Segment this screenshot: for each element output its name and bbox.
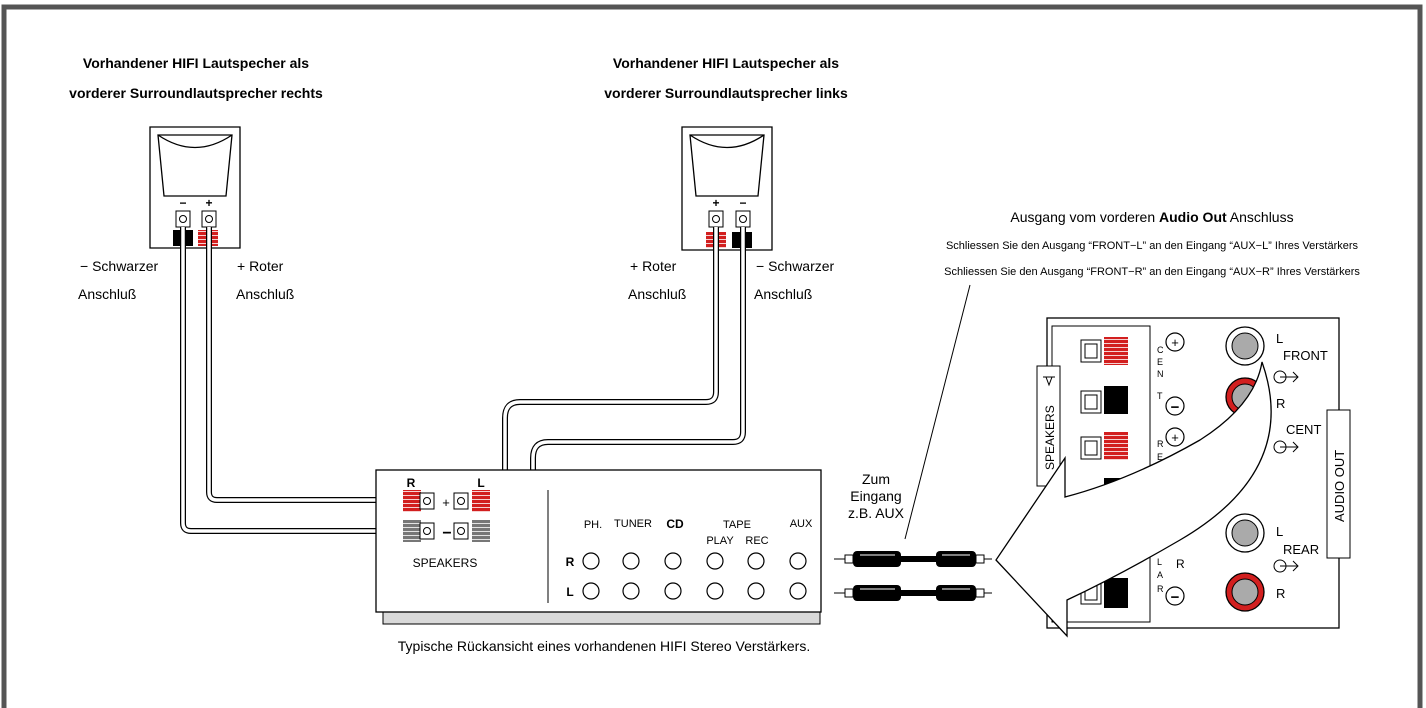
speaker-right-red-label-2: Anschluß bbox=[236, 286, 294, 302]
input-tape-label: TAPE bbox=[723, 519, 751, 531]
speaker-left-caption-2: vorderer Surroundlautsprecher links bbox=[604, 85, 848, 101]
panel-polarity-circles bbox=[1165, 332, 1185, 606]
svg-text:+: + bbox=[1171, 335, 1179, 350]
panel-cent-label: CENT bbox=[1286, 422, 1321, 437]
speaker-left-red-label: + Roter bbox=[630, 258, 677, 274]
speaker-right-black-label-2: Anschluß bbox=[78, 286, 136, 302]
input-aux-label: AUX bbox=[790, 518, 813, 530]
outer-frame bbox=[1, 4, 1423, 708]
panel-audio-out-label: AUDIO OUT bbox=[1332, 450, 1347, 522]
input-ph-label: PH. bbox=[584, 519, 602, 531]
panel-speakers-label: SPEAKERS bbox=[1043, 405, 1057, 470]
speaker-left-plus: + bbox=[712, 196, 719, 210]
speaker-right-caption-2: vorderer Surroundlautsprecher rechts bbox=[69, 85, 323, 101]
panel-left-r: R bbox=[1176, 557, 1185, 571]
amp-plus: + bbox=[442, 495, 450, 510]
speaker-right-caption-1: Vorhandener HIFI Lautspecher als bbox=[83, 55, 309, 71]
cable-label-1: Zum bbox=[862, 471, 890, 487]
amp-caption: Typische Rückansicht eines vorhandenen H… bbox=[398, 638, 810, 654]
svg-text:C: C bbox=[1157, 345, 1164, 355]
output-note-line-2: Schliessen Sie den Ausgang “FRONT−R” an … bbox=[944, 266, 1360, 278]
svg-text:A: A bbox=[1157, 570, 1163, 580]
rca-cable-top bbox=[834, 551, 992, 567]
svg-text:N: N bbox=[1157, 369, 1164, 379]
svg-text:L: L bbox=[1276, 331, 1283, 346]
output-note: Ausgang vom vorderen Audio Out Anschluss… bbox=[904, 209, 1360, 540]
speaker-right-red-label: + Roter bbox=[237, 258, 284, 274]
svg-text:+: + bbox=[1171, 430, 1179, 445]
input-rec-label: REC bbox=[745, 535, 768, 547]
speaker-right-plus: + bbox=[205, 196, 212, 210]
input-row-r-label: R bbox=[566, 555, 575, 569]
rca-cables: Zum Eingang z.B. AUX bbox=[834, 471, 992, 601]
speaker-wires bbox=[180, 227, 746, 534]
speaker-right-minus: − bbox=[179, 196, 186, 210]
input-row-l-label: L bbox=[566, 585, 573, 599]
svg-text:L: L bbox=[1276, 524, 1283, 539]
amplifier: R L + − SPEAKERS PH. TUNER CD TAPE PLAY … bbox=[375, 469, 822, 654]
input-tuner-label: TUNER bbox=[614, 518, 652, 530]
speaker-right-black-label: − Schwarzer bbox=[80, 258, 159, 274]
output-note-line-1: Schliessen Sie den Ausgang “FRONT−L” an … bbox=[946, 240, 1359, 252]
big-arrow-icon bbox=[995, 361, 1272, 638]
svg-text:T: T bbox=[1157, 391, 1163, 401]
receiver-panel: SPEAKERS AUDIO OUT C E N T R E L A R bbox=[995, 317, 1351, 638]
panel-rear-label: REAR bbox=[1283, 542, 1319, 557]
input-play-label: PLAY bbox=[706, 535, 734, 547]
amp-l-label: L bbox=[477, 476, 484, 490]
svg-text:L: L bbox=[1157, 557, 1162, 567]
output-note-pointer bbox=[904, 284, 971, 540]
amp-minus: − bbox=[442, 525, 451, 542]
speaker-left-red-label-2: Anschluß bbox=[628, 286, 686, 302]
svg-text:R: R bbox=[1157, 439, 1164, 449]
speaker-left-black-label-2: Anschluß bbox=[754, 286, 812, 302]
svg-text:−: − bbox=[1171, 399, 1180, 416]
rca-cable-bottom bbox=[834, 585, 992, 601]
speaker-right: Vorhandener HIFI Lautspecher als vordere… bbox=[69, 55, 323, 302]
amp-r-label: R bbox=[407, 476, 416, 490]
cable-label-3: z.B. AUX bbox=[848, 505, 905, 521]
cable-label-2: Eingang bbox=[850, 488, 901, 504]
svg-text:E: E bbox=[1157, 357, 1163, 367]
output-arrow-icons bbox=[1273, 370, 1299, 573]
panel-front-label: FRONT bbox=[1283, 348, 1328, 363]
amp-speakers-label: SPEAKERS bbox=[413, 556, 478, 570]
svg-text:−: − bbox=[1171, 589, 1180, 606]
input-jacks bbox=[582, 552, 807, 600]
speaker-left: Vorhandener HIFI Lautspecher als vordere… bbox=[604, 55, 848, 302]
panel-small-letters: C E N T R E L A R bbox=[1157, 345, 1164, 594]
svg-text:R: R bbox=[1276, 586, 1285, 601]
speaker-left-caption-1: Vorhandener HIFI Lautspecher als bbox=[613, 55, 839, 71]
output-note-title: Ausgang vom vorderen Audio Out Anschluss bbox=[1010, 209, 1293, 225]
speaker-left-black-label: − Schwarzer bbox=[756, 258, 835, 274]
svg-text:E: E bbox=[1157, 452, 1163, 462]
speaker-left-minus: − bbox=[739, 196, 746, 210]
svg-text:R: R bbox=[1276, 396, 1285, 411]
input-cd-label: CD bbox=[666, 517, 684, 531]
svg-text:R: R bbox=[1157, 584, 1164, 594]
